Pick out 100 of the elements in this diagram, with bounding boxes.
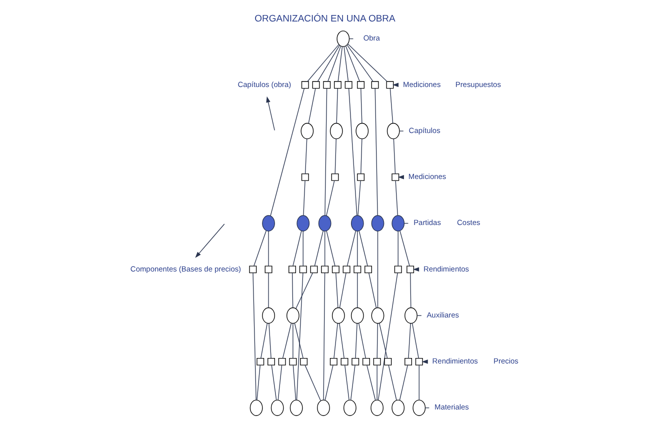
connector: [374, 88, 378, 216]
connector: [252, 272, 256, 400]
connector: [345, 46, 360, 82]
node-box: [362, 358, 370, 366]
node-box: [415, 358, 423, 366]
node-box: [278, 358, 286, 366]
node-text: Materiales: [434, 402, 469, 412]
connector: [282, 322, 292, 359]
connector: [326, 180, 335, 216]
node-text: Capítulos (obra): [238, 80, 292, 89]
connector: [278, 364, 282, 400]
connector: [324, 364, 334, 400]
connector: [379, 322, 388, 359]
node-circle: [262, 307, 275, 324]
node-box: [321, 266, 329, 274]
connector: [346, 44, 374, 82]
node-circle: [317, 400, 330, 416]
connector: [268, 272, 269, 308]
node-circle: [392, 400, 405, 416]
connector: [304, 138, 308, 174]
connector: [344, 364, 350, 400]
node-circle: [386, 122, 400, 140]
connector: [366, 364, 376, 400]
connector: [338, 46, 343, 82]
node-circle: [412, 400, 426, 416]
node-box: [310, 266, 318, 274]
connector: [296, 272, 304, 400]
node-box: [301, 173, 309, 181]
node-circle: [371, 307, 384, 324]
node-box: [406, 266, 414, 274]
node-text: Partidas: [414, 218, 441, 228]
connector: [292, 230, 302, 266]
connector: [268, 323, 272, 359]
arrow: [195, 224, 225, 258]
arrow: [266, 96, 275, 131]
label: Costes: [457, 218, 480, 228]
connector: [302, 230, 304, 266]
node-text: Mediciones: [408, 172, 446, 182]
connector: [334, 138, 336, 174]
node-circle: [350, 215, 364, 232]
node-box: [301, 81, 309, 89]
node-box: [357, 81, 365, 89]
node-circle: [290, 400, 303, 416]
node-text: Capítulos: [408, 126, 440, 135]
node-box: [344, 81, 352, 89]
node-box: [342, 266, 350, 274]
connector: [418, 364, 420, 400]
node-box: [352, 358, 360, 366]
connector: [271, 364, 277, 400]
node-text: Rendimientos: [423, 264, 470, 274]
connector: [350, 364, 356, 400]
connector: [399, 130, 404, 132]
label: Precios: [494, 356, 518, 366]
node-box: [299, 266, 307, 274]
node-box: [288, 266, 296, 274]
connector: [314, 230, 324, 266]
node-circle: [300, 122, 314, 140]
connector: [408, 323, 411, 359]
node-circle: [370, 400, 384, 416]
node-text: Rendimientos: [432, 356, 478, 366]
node-text: Mediciones: [402, 80, 441, 89]
node-box: [256, 358, 264, 366]
connector: [358, 180, 361, 216]
connector: [400, 230, 410, 266]
connector: [256, 364, 260, 400]
node-box: [340, 358, 348, 366]
connector: [270, 88, 305, 216]
node-box: [373, 358, 381, 366]
connector: [377, 230, 378, 308]
node-circle: [296, 215, 310, 232]
connector: [292, 364, 296, 400]
node-box: [289, 358, 297, 366]
node-box: [300, 358, 308, 366]
connector: [339, 272, 346, 308]
connector: [378, 272, 398, 400]
node-circle: [336, 30, 350, 47]
connector: [376, 323, 378, 359]
connector: [346, 230, 356, 266]
connector: [358, 322, 366, 359]
node-box: [268, 358, 275, 366]
diagram-title: ORGANIZACIÓN EN UNA OBRA: [254, 13, 396, 24]
connector: [348, 88, 358, 216]
node-circle: [332, 307, 345, 324]
node-box: [331, 173, 339, 181]
connector: [395, 180, 398, 216]
connector: [323, 272, 326, 400]
connector: [360, 88, 362, 124]
connector: [324, 230, 326, 266]
node-circle: [404, 307, 418, 324]
node-box: [249, 266, 257, 274]
connector: [399, 364, 408, 400]
connector: [294, 322, 304, 359]
connector: [304, 364, 322, 402]
connector: [317, 44, 340, 82]
node-box: [334, 81, 342, 89]
node-box: [404, 358, 412, 366]
label: Presupuestos: [455, 80, 501, 89]
connector: [324, 88, 328, 216]
node-box: [384, 358, 392, 366]
connector: [339, 323, 344, 359]
